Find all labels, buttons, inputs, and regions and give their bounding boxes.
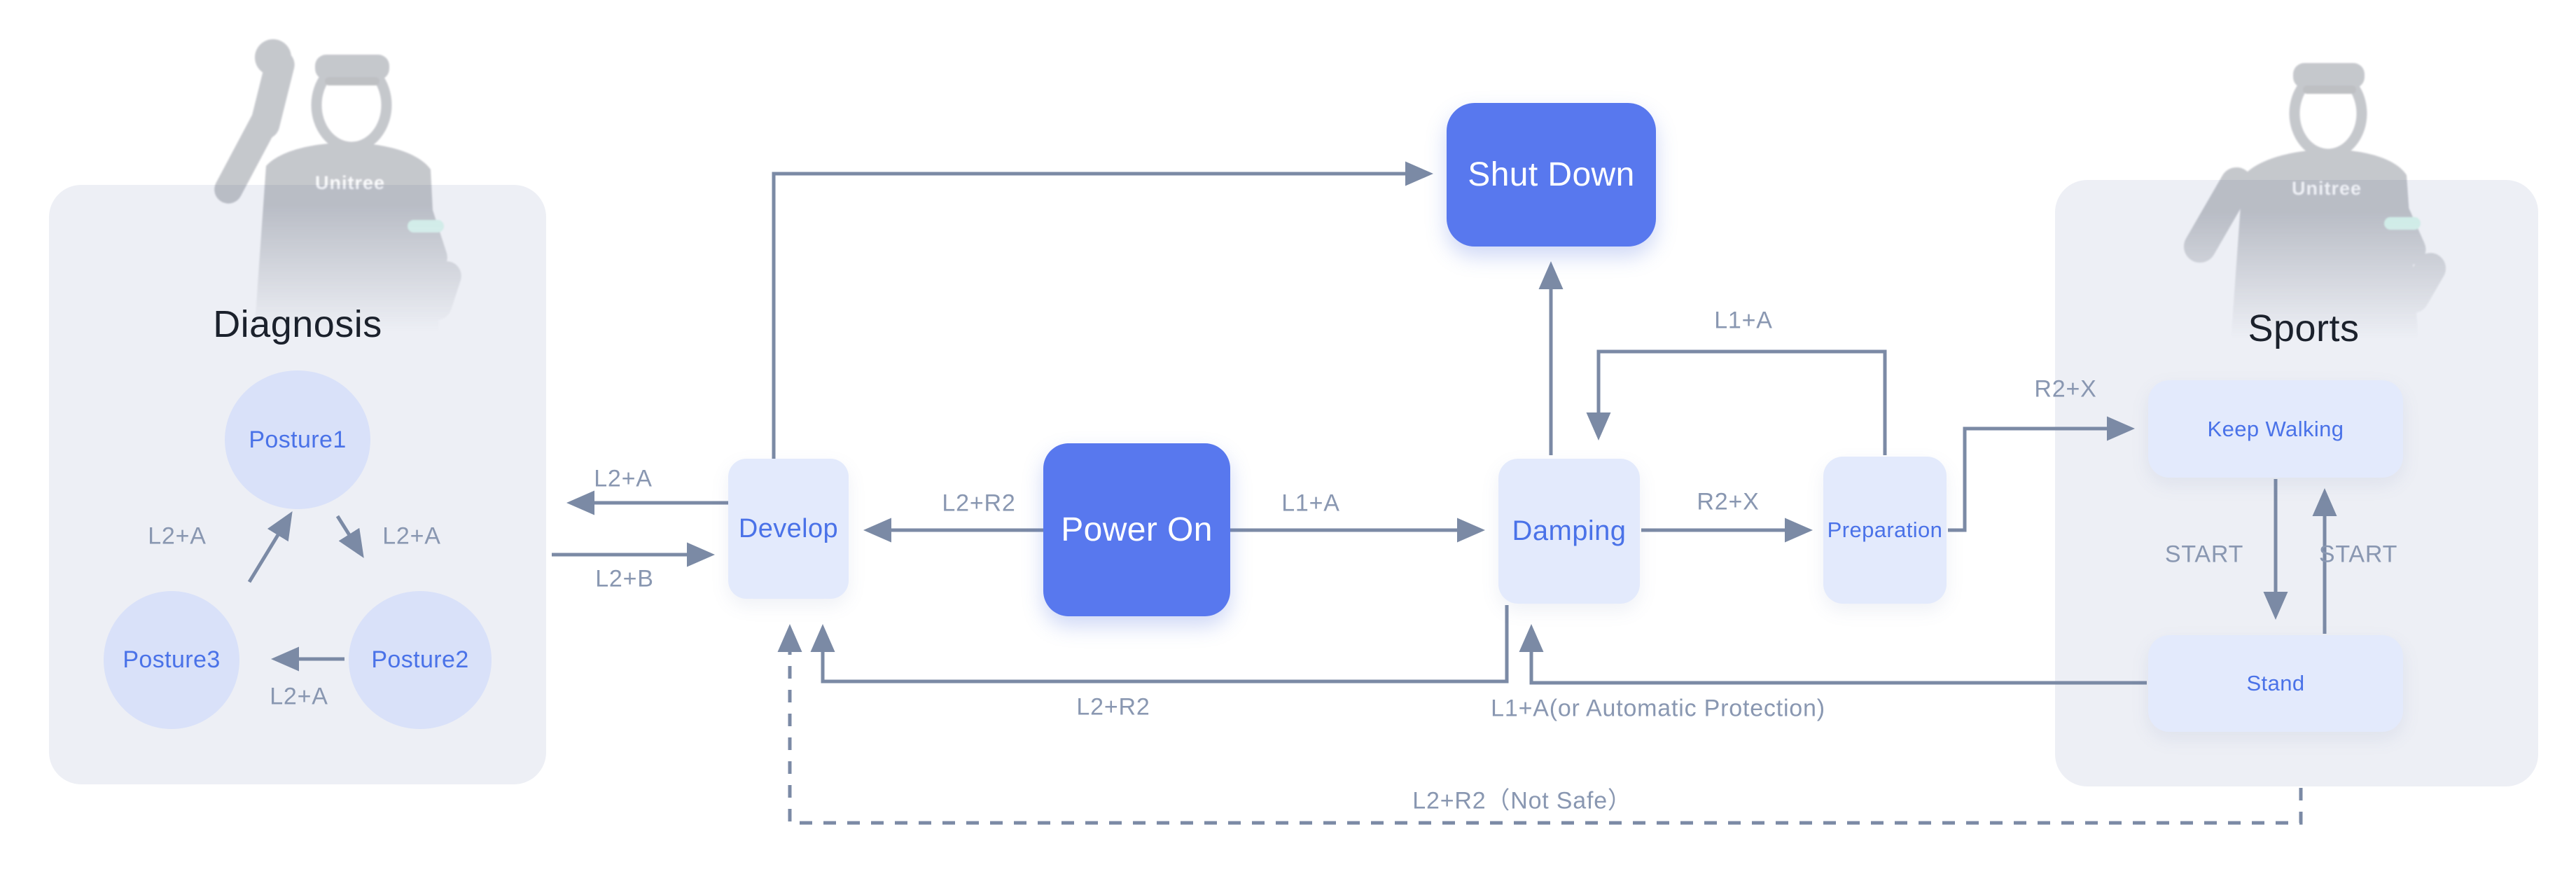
- diagnosis-title: Diagnosis: [213, 303, 382, 345]
- state-posture3: Posture3: [104, 591, 239, 729]
- state-label: Damping: [1512, 515, 1627, 546]
- state-shut-down: Shut Down: [1447, 103, 1656, 247]
- state-power-on: Power On: [1043, 443, 1230, 616]
- state-label: Power On: [1061, 511, 1213, 548]
- sports-title: Sports: [2248, 307, 2360, 349]
- state-label: Preparation: [1827, 518, 1943, 542]
- edge-label-l1a: L1+A: [1714, 307, 1773, 334]
- state-posture1: Posture1: [225, 370, 370, 509]
- edge-label-r2x: R2+X: [1697, 488, 1760, 515]
- unitree-robot-image-diagnosis: Unitree: [214, 39, 461, 345]
- state-keep-walking: Keep Walking: [2148, 380, 2403, 478]
- edge-label-r2x: R2+X: [2034, 375, 2097, 403]
- edge-label-l2r2: L2+R2: [1076, 693, 1150, 721]
- state-damping: Damping: [1498, 459, 1640, 604]
- unitree-brand-text: Unitree: [315, 172, 385, 193]
- state-stand: Stand: [2148, 635, 2403, 732]
- state-label: Posture3: [123, 646, 221, 673]
- state-label: Stand: [2246, 671, 2305, 695]
- edge-label-l2a: L2+A: [270, 683, 328, 710]
- edge-preparation-to-damping: [1586, 349, 1887, 455]
- edge-label-l2a: L2+A: [148, 522, 207, 550]
- state-develop: Develop: [728, 459, 849, 599]
- state-preparation: Preparation: [1823, 457, 1947, 604]
- edge-label-l2b: L2+B: [595, 565, 654, 592]
- unitree-brand-text: Unitree: [2292, 178, 2362, 199]
- edge-develop-to-shutdown: [772, 161, 1434, 459]
- edge-label-l2a: L2+A: [382, 522, 441, 550]
- state-label: Posture2: [371, 646, 469, 673]
- edge-label-start: START: [2318, 541, 2398, 568]
- state-label: Posture1: [249, 426, 347, 453]
- unitree-robot-image-sports: Unitree: [2184, 63, 2446, 352]
- state-label: Shut Down: [1468, 156, 1635, 193]
- edge-label-l2a: L2+A: [594, 465, 653, 492]
- state-label: Keep Walking: [2207, 416, 2344, 441]
- edge-label-l2r2: L2+R2: [942, 490, 1016, 517]
- edge-label-start: START: [2164, 541, 2244, 568]
- edge-label-l1a-auto-protection: L1+A(or Automatic Protection): [1491, 695, 1825, 722]
- edge-label-l2r2-not-safe: L2+R2（Not Safe）: [1412, 787, 1632, 814]
- edge-damping-to-develop: [810, 605, 1509, 684]
- edge-label-l1a: L1+A: [1281, 490, 1340, 517]
- state-label: Develop: [738, 513, 839, 543]
- state-posture2: Posture2: [349, 591, 492, 729]
